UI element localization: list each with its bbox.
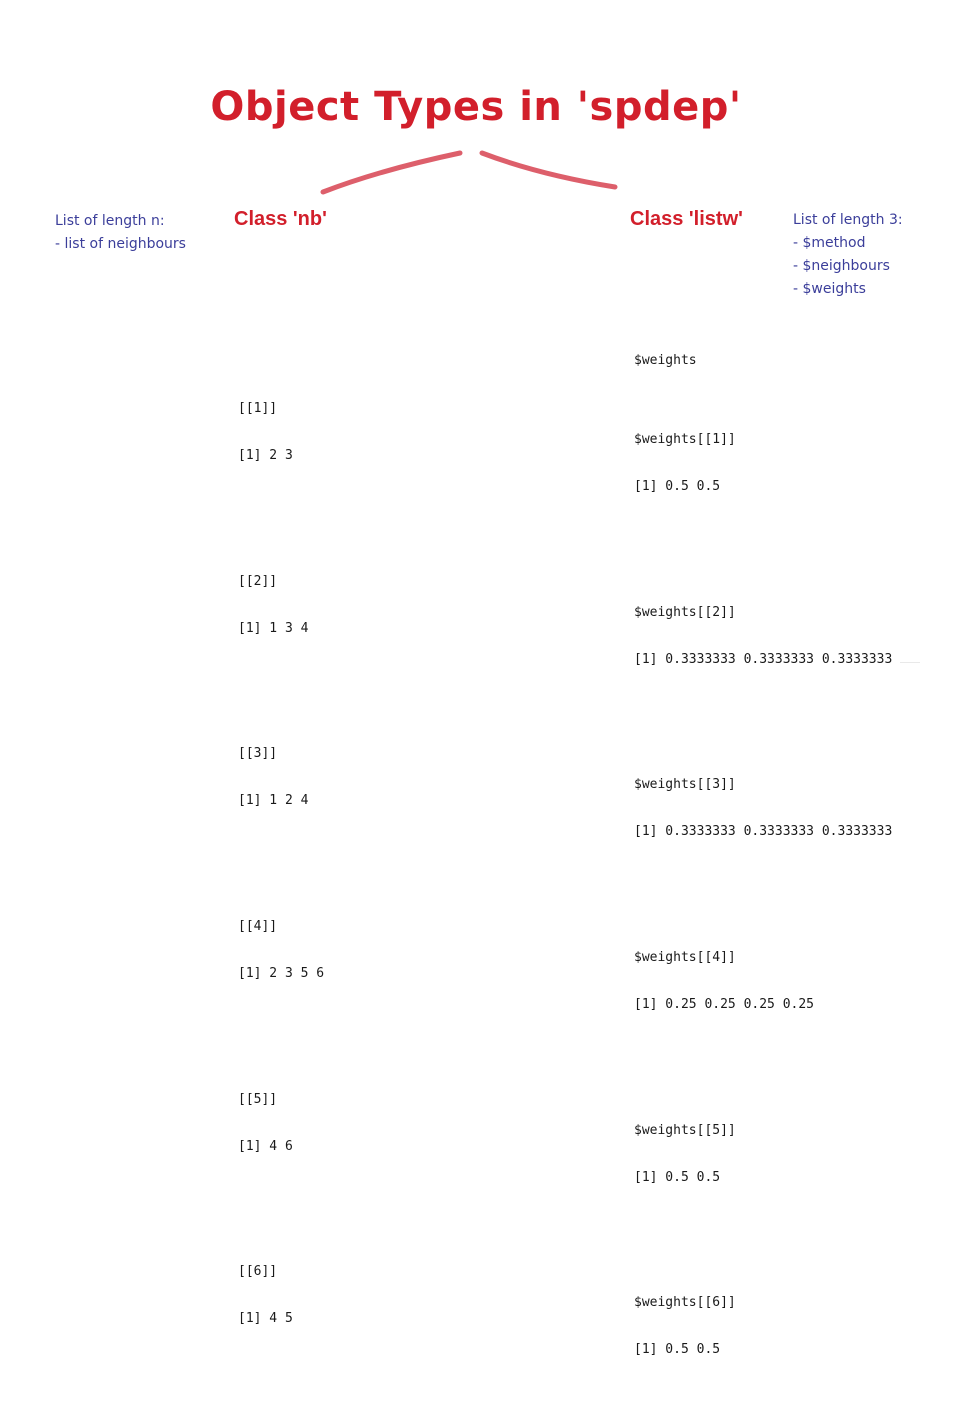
- connector-lines: [320, 150, 618, 195]
- listw-entry: $weights[[3]] [1] 0.3333333 0.3333333 0.…: [634, 746, 892, 872]
- listw-entry-index: $weights[[5]]: [634, 1122, 736, 1138]
- listw-entry-values: [1] 0.3333333 0.3333333 0.3333333: [634, 651, 893, 667]
- listw-entry-index: $weights[[4]]: [634, 949, 736, 965]
- listw-entry: $weights[[5]] [1] 0.5 0.5: [634, 1091, 892, 1217]
- listw-entry-values: [1] 0.5 0.5: [634, 1342, 721, 1358]
- nb-entry: [[2]] [1] 1 3 4: [238, 542, 324, 668]
- nb-entry-values: [1] 4 5: [238, 1311, 293, 1327]
- nb-entry-values: [1] 2 3: [238, 447, 293, 463]
- listw-note-line: List of length 3:: [793, 212, 903, 228]
- listw-note-line: - $neighbours: [793, 258, 890, 274]
- class-listw-label: Class 'listw': [630, 208, 743, 230]
- nb-entry-index: [[5]]: [238, 1091, 278, 1107]
- nb-entry: [[4]] [1] 2 3 5 6: [238, 887, 324, 1013]
- nb-entry: [[1]] [1] 2 3: [238, 369, 324, 495]
- listw-entry-values: [1] 0.3333333 0.3333333 0.3333333: [634, 824, 893, 840]
- nb-entry-index: [[4]]: [238, 918, 278, 934]
- nb-note-line: List of length n:: [55, 213, 165, 229]
- listw-note-line: - $weights: [793, 281, 866, 297]
- listw-entry-index: $weights[[6]]: [634, 1295, 736, 1311]
- connector-right: [479, 150, 618, 190]
- listw-entry-values: [1] 0.5 0.5: [634, 479, 721, 494]
- listw-code-listing: $weights $weights[[1]] [1] 0.5 0.5 $weig…: [634, 322, 892, 1405]
- nb-entry: [[6]] [1] 4 5: [238, 1233, 324, 1359]
- nb-entry-values: [1] 1 3 4: [238, 620, 309, 636]
- listw-entry: $weights[[6]] [1] 0.5 0.5: [634, 1264, 892, 1390]
- listw-entry: $weights[[2]] [1] 0.3333333 0.3333333 0.…: [634, 573, 892, 699]
- connector-left: [320, 150, 463, 195]
- nb-entry-index: [[2]]: [238, 573, 278, 589]
- listw-note-line: - $method: [793, 235, 866, 251]
- listw-entry: $weights[[4]] [1] 0.25 0.25 0.25 0.25: [634, 919, 892, 1045]
- listw-entry-values: [1] 0.25 0.25 0.25 0.25: [634, 997, 815, 1013]
- listw-entry-index: $weights[[3]]: [634, 777, 736, 793]
- nb-entry-values: [1] 4 6: [238, 1138, 293, 1154]
- nb-entry-index: [[1]]: [238, 400, 278, 416]
- page-title: Object Types in 'spdep': [210, 84, 742, 130]
- nb-code-listing: [[1]] [1] 2 3 [[2]] [1] 1 3 4 [[3]] [1] …: [238, 338, 324, 1374]
- nb-entry: [[3]] [1] 1 2 4: [238, 715, 324, 841]
- listw-entry-index: $weights[[2]]: [634, 604, 736, 620]
- nb-entry-values: [1] 1 2 4: [238, 793, 309, 809]
- corner-divider: [900, 662, 920, 663]
- nb-entry-index: [[3]]: [238, 746, 278, 762]
- listw-entry-index: $weights[[1]]: [634, 431, 736, 447]
- nb-entry-values: [1] 2 3 5 6: [238, 965, 325, 981]
- nb-note: List of length n: - list of neighbours: [55, 210, 186, 256]
- listw-entry: $weights[[1]] [1] 0.5 0.5: [634, 401, 892, 527]
- nb-note-line: - list of neighbours: [55, 236, 186, 252]
- nb-entry: [[5]] [1] 4 6: [238, 1060, 324, 1186]
- listw-header: $weights: [634, 353, 697, 369]
- listw-entry-values: [1] 0.5 0.5: [634, 1169, 721, 1185]
- listw-note: List of length 3: - $method - $neighbour…: [793, 209, 903, 301]
- nb-entry-index: [[6]]: [238, 1264, 278, 1280]
- class-nb-label: Class 'nb': [234, 208, 327, 230]
